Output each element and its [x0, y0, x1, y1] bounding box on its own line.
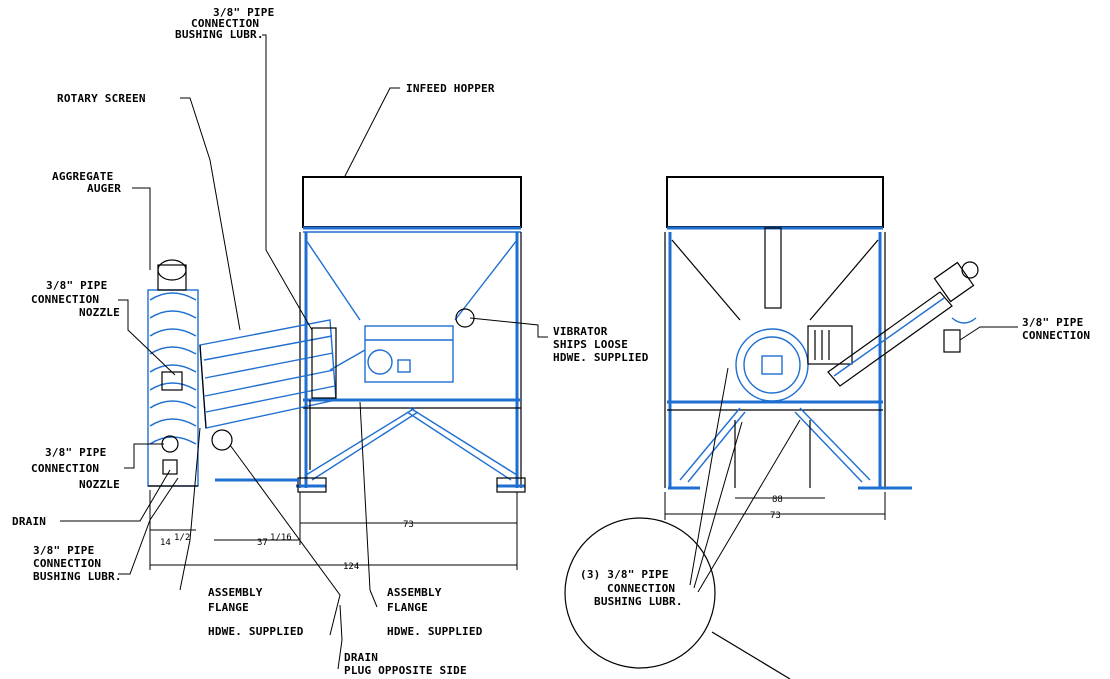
vibrator-body [329, 308, 475, 383]
label-rotary-screen: ROTARY SCREEN [57, 92, 146, 105]
label-aggregate-1: AGGREGATE [52, 170, 113, 183]
end-view [664, 176, 979, 490]
dim-37-frac: 1/16 [270, 533, 292, 543]
label-nozzle-a-1: 3/8" PIPE [46, 279, 107, 292]
label-bushing-left-1: 3/8" PIPE [33, 544, 94, 557]
label-infeed-hopper: INFEED HOPPER [406, 82, 495, 95]
label-aggregate-2: AUGER [87, 182, 121, 195]
annotation-labels: 3/8" PIPE CONNECTION BUSHING LUBR. ROTAR… [12, 6, 1090, 677]
label-vibrator-3: HDWE. SUPPLIED [553, 351, 649, 364]
label-nozzle-b-1: 3/8" PIPE [45, 446, 106, 459]
aggregate-auger [147, 259, 199, 487]
label-flange-b-3: HDWE. SUPPLIED [387, 625, 483, 638]
side-view [147, 176, 526, 493]
rotary-screen-drum [199, 319, 337, 482]
detail-callout [564, 517, 791, 679]
dim-124: 124 [343, 562, 359, 572]
label-right-pipe-1: 3/8" PIPE [1022, 316, 1083, 329]
label-pipe-top-2: CONNECTION [191, 17, 259, 30]
dim-14: 14 [160, 538, 171, 548]
dim-37: 37 [257, 538, 268, 548]
dimension-lines [149, 490, 886, 570]
infeed-hopper [296, 176, 526, 493]
label-drain-plug-2: PLUG OPPOSITE SIDE [344, 664, 467, 677]
label-nozzle-b-3: NOZZLE [79, 478, 120, 491]
label-flange-b-1: ASSEMBLY [387, 586, 442, 599]
leader-lines [60, 34, 1018, 670]
label-vibrator-2: SHIPS LOOSE [553, 338, 628, 351]
label-bushing-left-2: CONNECTION [33, 557, 101, 570]
label-circle-1: (3) 3/8" PIPE [580, 568, 669, 581]
dim-14-frac: 1/2 [174, 533, 190, 543]
dim-73-right: 73 [770, 511, 781, 521]
label-flange-b-2: FLANGE [387, 601, 428, 614]
label-nozzle-a-2: CONNECTION [31, 293, 99, 306]
label-flange-a-3: HDWE. SUPPLIED [208, 625, 304, 638]
label-pipe-top-1: 3/8" PIPE [213, 6, 274, 19]
label-flange-a-1: ASSEMBLY [208, 586, 263, 599]
label-pipe-top-3: BUSHING LUBR. [175, 28, 264, 41]
label-right-pipe-2: CONNECTION [1022, 329, 1090, 342]
dimension-labels: 14 1/2 37 1/16 73 124 88 73 [160, 495, 783, 572]
label-bushing-left-3: BUSHING LUBR. [33, 570, 122, 583]
dim-88: 88 [772, 495, 783, 505]
label-drain: DRAIN [12, 515, 46, 528]
label-circle-3: BUSHING LUBR. [594, 595, 683, 608]
label-circle-2: CONNECTION [607, 582, 675, 595]
label-drain-plug-1: DRAIN [344, 651, 378, 664]
dim-73-left: 73 [403, 520, 414, 530]
label-flange-a-2: FLANGE [208, 601, 249, 614]
label-vibrator-1: VIBRATOR [553, 325, 608, 338]
label-nozzle-b-2: CONNECTION [31, 462, 99, 475]
label-nozzle-a-3: NOZZLE [79, 306, 120, 319]
